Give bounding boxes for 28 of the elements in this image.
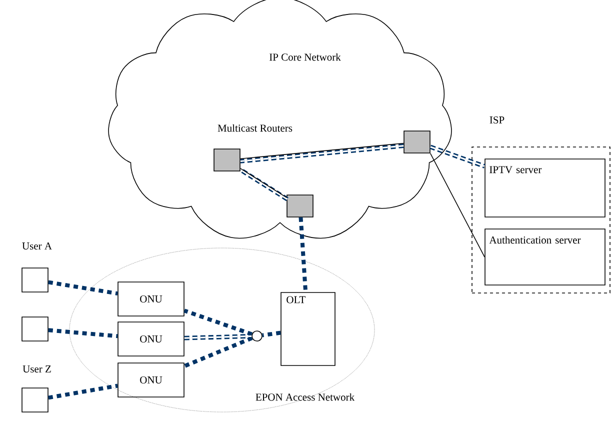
link-line bbox=[48, 384, 118, 400]
link-line bbox=[240, 144, 404, 164]
link-line bbox=[298, 217, 308, 292]
link-line bbox=[262, 330, 281, 338]
router-box bbox=[286, 194, 314, 218]
server-box: Authentication server bbox=[484, 228, 606, 286]
router-label: Multicast Routers bbox=[218, 124, 292, 132]
splitter-circle bbox=[252, 330, 262, 342]
olt-box: OLT bbox=[280, 292, 336, 366]
user-box: User Z bbox=[22, 366, 51, 412]
onu-box: ONU bbox=[118, 362, 184, 398]
link-line bbox=[240, 142, 404, 160]
link-line bbox=[184, 336, 253, 368]
user-box bbox=[22, 316, 48, 342]
onu-box: ONU bbox=[118, 282, 184, 316]
server-box: IPTV server bbox=[484, 158, 606, 218]
link-line bbox=[430, 144, 486, 168]
node-label: ISP bbox=[490, 116, 504, 124]
user-box: User A bbox=[22, 242, 52, 292]
link-line bbox=[48, 328, 118, 338]
router-box bbox=[214, 148, 240, 172]
node-label: User Z bbox=[22, 366, 51, 372]
router-box bbox=[404, 130, 430, 154]
node-label: User A bbox=[22, 242, 52, 250]
link-line bbox=[184, 308, 253, 336]
onu-box: ONU bbox=[118, 322, 184, 356]
link-line bbox=[184, 334, 252, 340]
link-line bbox=[48, 280, 118, 296]
